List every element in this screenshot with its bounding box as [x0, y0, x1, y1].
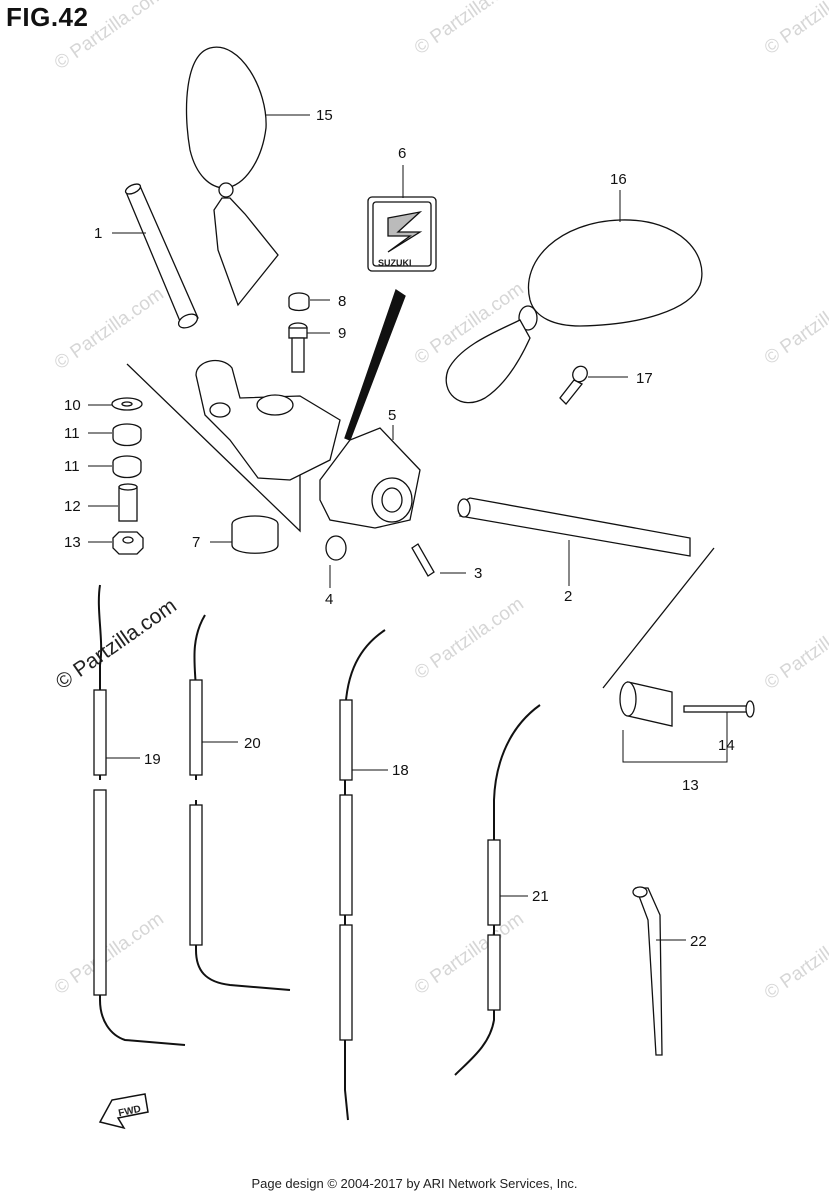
callout-label: 1 [94, 225, 102, 242]
bolt-part [288, 322, 308, 373]
fwd-label: FWD [117, 1104, 142, 1119]
grip-tube-part [124, 183, 199, 329]
watermark: © Partzilla.com [411, 908, 528, 999]
mirror-left-part [185, 46, 279, 307]
watermark: © Partzilla.com [411, 593, 528, 684]
callout-label: 14 [718, 737, 735, 754]
emblem-brand-text: SUZUKI [378, 258, 412, 268]
throttle-cable-21 [189, 614, 291, 991]
watermark-group: © Partzilla.com © Partzilla.com © Partzi… [51, 0, 829, 1004]
end-weight-part [619, 681, 755, 727]
watermark: © Partzilla.com [761, 603, 829, 694]
screw-part [559, 365, 588, 405]
watermark: © Partzilla.com [51, 0, 168, 74]
knob-part [325, 535, 347, 561]
watermark: © Partzilla.com [411, 0, 528, 59]
watermark: © Partzilla.com [51, 908, 168, 999]
callout-label: 21 [532, 888, 549, 905]
callout-label: 2 [564, 588, 572, 605]
rubber-cap-part [231, 515, 279, 554]
callout-label: 13 [64, 534, 81, 551]
callout-label: 9 [338, 325, 346, 342]
mirror-right-part [445, 219, 703, 404]
watermark-large: © Partzilla.com [52, 594, 181, 694]
handlebar-part [457, 497, 691, 557]
callout-label: 16 [610, 171, 627, 188]
callout-label: 7 [192, 534, 200, 551]
watermark: © Partzilla.com [761, 278, 829, 369]
callout-label: 20 [244, 735, 261, 752]
cable-clamp-part [632, 886, 663, 1056]
callout-label: 11 [64, 458, 80, 475]
nut-part [112, 531, 144, 555]
choke-cable-22 [454, 704, 541, 1076]
collar-part [118, 483, 138, 522]
callout-label: 19 [144, 751, 161, 768]
callout-label: 3 [474, 565, 482, 582]
throttle-cable-20 [93, 584, 186, 1046]
callout-label: 5 [388, 407, 396, 424]
callout-label: 4 [325, 591, 333, 608]
callout-label: 6 [398, 145, 406, 162]
watermark: © Partzilla.com [761, 913, 829, 1004]
footer-credit: Page design © 2004-2017 by ARI Network S… [251, 1176, 578, 1191]
callout-label: 8 [338, 293, 346, 310]
callout-label: 13 [682, 777, 699, 794]
washer-part [111, 397, 143, 411]
callout-label: 11 [64, 425, 80, 442]
cap-part [288, 292, 310, 312]
callout-label: 18 [392, 762, 409, 779]
callout-label: 10 [64, 397, 81, 414]
bushing-part [112, 423, 142, 447]
figure-title: FIG.42 [6, 2, 89, 32]
screw-lower-part [411, 543, 435, 577]
callout-label: 17 [636, 370, 653, 387]
fwd-arrow-icon: FWD [98, 1093, 149, 1130]
suzuki-emblem-part: SUZUKI [367, 196, 437, 272]
handlebar-holder-part [195, 359, 421, 529]
callout-labels: 15 1 6 16 8 9 17 10 11 11 12 13 7 4 5 3 … [64, 107, 735, 950]
assembly-line [602, 547, 715, 689]
leader-lines [88, 114, 728, 941]
watermark: © Partzilla.com [761, 0, 829, 59]
watermark: © Partzilla.com [51, 283, 168, 374]
callout-label: 22 [690, 933, 707, 950]
clutch-cable-19 [339, 629, 386, 1121]
bushing-part [112, 455, 142, 479]
callout-label: 12 [64, 498, 81, 515]
assembly-line [126, 363, 301, 533]
callout-label: 15 [316, 107, 333, 124]
